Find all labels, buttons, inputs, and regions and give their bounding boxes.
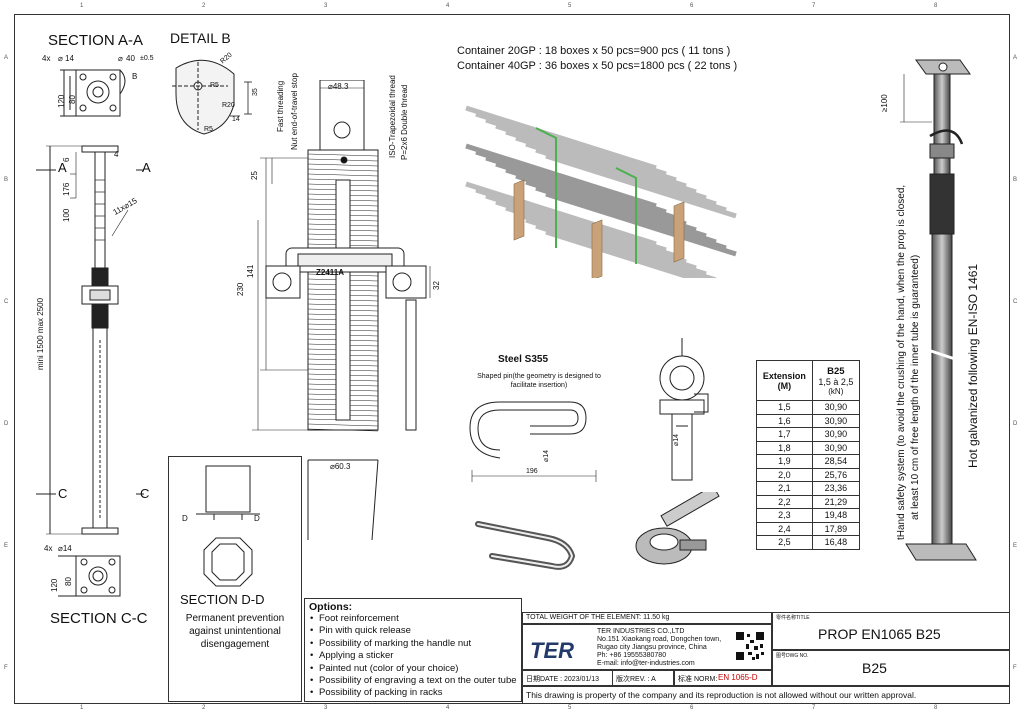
prop-3d (900, 59, 977, 561)
section-dd-box (168, 456, 302, 702)
extension-cell: 1,8 (756, 440, 813, 455)
detail-b-shape (172, 59, 235, 135)
thread-drawing (252, 80, 431, 540)
container-info: Container 20GP : 18 boxes x 50 pcs=900 p… (457, 45, 738, 72)
nut-drawing (659, 338, 709, 481)
base-plate-top-view (60, 69, 126, 117)
load-cell: 30,90 (811, 413, 861, 428)
load-cell: 16,48 (811, 535, 861, 550)
drawing-frame (14, 14, 1010, 704)
extension-cell: 2,4 (756, 521, 813, 536)
load-cell: 19,48 (811, 508, 861, 523)
section-dd-drawing (196, 465, 260, 587)
table-header-extension: Extension (M) (756, 360, 813, 401)
nut-code: Z2411A (316, 268, 345, 277)
drawing-title: PROP EN1065 B25 (818, 626, 941, 642)
load-cell: 30,90 (811, 427, 861, 442)
option-item: Foot reinforcement (309, 613, 521, 626)
drawing-rev: 版次REV. : A (616, 676, 656, 683)
nut-3d (635, 492, 720, 565)
detail-b-title: DETAIL B (170, 30, 231, 46)
section-dd-title: SECTION D-D (180, 592, 265, 607)
load-cell: 30,90 (811, 440, 861, 455)
section-cc-title: SECTION C-C (50, 610, 148, 627)
company-info: TER INDUSTRIES CO.,LTD No.151 Xiaokang r… (597, 628, 722, 667)
extension-cell: 2,1 (756, 481, 813, 496)
section-aa-title: SECTION A-A (48, 32, 144, 49)
load-cell: 17,89 (811, 521, 861, 536)
options-title: Options: (309, 601, 353, 613)
total-weight: TOTAL WEIGHT OF THE ELEMENT: 11.50 kg (526, 614, 670, 621)
pin-3d (475, 521, 576, 570)
load-cell: 23,36 (811, 481, 861, 496)
option-item: Possibility of marking the handle nut (309, 638, 521, 651)
load-cell: 28,54 (811, 454, 861, 469)
norm-value: EN 1065-D (718, 673, 758, 682)
table-header-b25: B25 1,5 à 2,5 (kN) (811, 360, 861, 401)
company-logo: TER (530, 638, 574, 663)
load-cell: 25,76 (811, 467, 861, 482)
drawing-date: 日期DATE : 2023/01/13 (526, 676, 600, 683)
base-plate-bottom-view (58, 555, 121, 597)
option-item: Possibility of packing in racks (309, 687, 521, 700)
extension-cell: 1,6 (756, 413, 813, 428)
qr-code-icon (734, 630, 766, 662)
options-list: Foot reinforcementPin with quick release… (305, 613, 521, 700)
drawing-number: B25 (862, 660, 887, 676)
extension-cell: 1,9 (756, 454, 813, 469)
steel-grade: Steel S355 (498, 354, 549, 365)
hand-safety-note-1: tHand safety system (to avoid the crushi… (896, 184, 907, 540)
packing-rack-illustration (465, 105, 737, 278)
prop-elevation (36, 145, 144, 535)
length-range: mini 1500 max 2500 (36, 297, 45, 370)
pin-drawing (469, 401, 597, 482)
hand-safety-note-2: at least 10 cm of free length of the inn… (910, 254, 921, 520)
load-cell: 30,90 (811, 400, 861, 415)
extension-cell: 1,7 (756, 427, 813, 442)
extension-cell: 2,3 (756, 508, 813, 523)
extension-cell: 2,2 (756, 494, 813, 509)
copyright-notice: This drawing is property of the company … (526, 690, 917, 700)
option-item: Painted nut (color of your choice) (309, 663, 521, 676)
options-box: Options: Foot reinforcementPin with quic… (304, 598, 522, 702)
galvanized-note: Hot galvanized following EN-ISO 1461 (966, 263, 980, 468)
extension-cell: 1,5 (756, 400, 813, 415)
option-item: Pin with quick release (309, 625, 521, 638)
load-cell: 21,29 (811, 494, 861, 509)
extension-cell: 2,0 (756, 467, 813, 482)
option-item: Possibility of engraving a text on the o… (309, 675, 521, 688)
section-dd-note: Permanent prevention against unintention… (185, 613, 285, 650)
extension-cell: 2,5 (756, 535, 813, 550)
option-item: Applying a sticker (309, 650, 521, 663)
